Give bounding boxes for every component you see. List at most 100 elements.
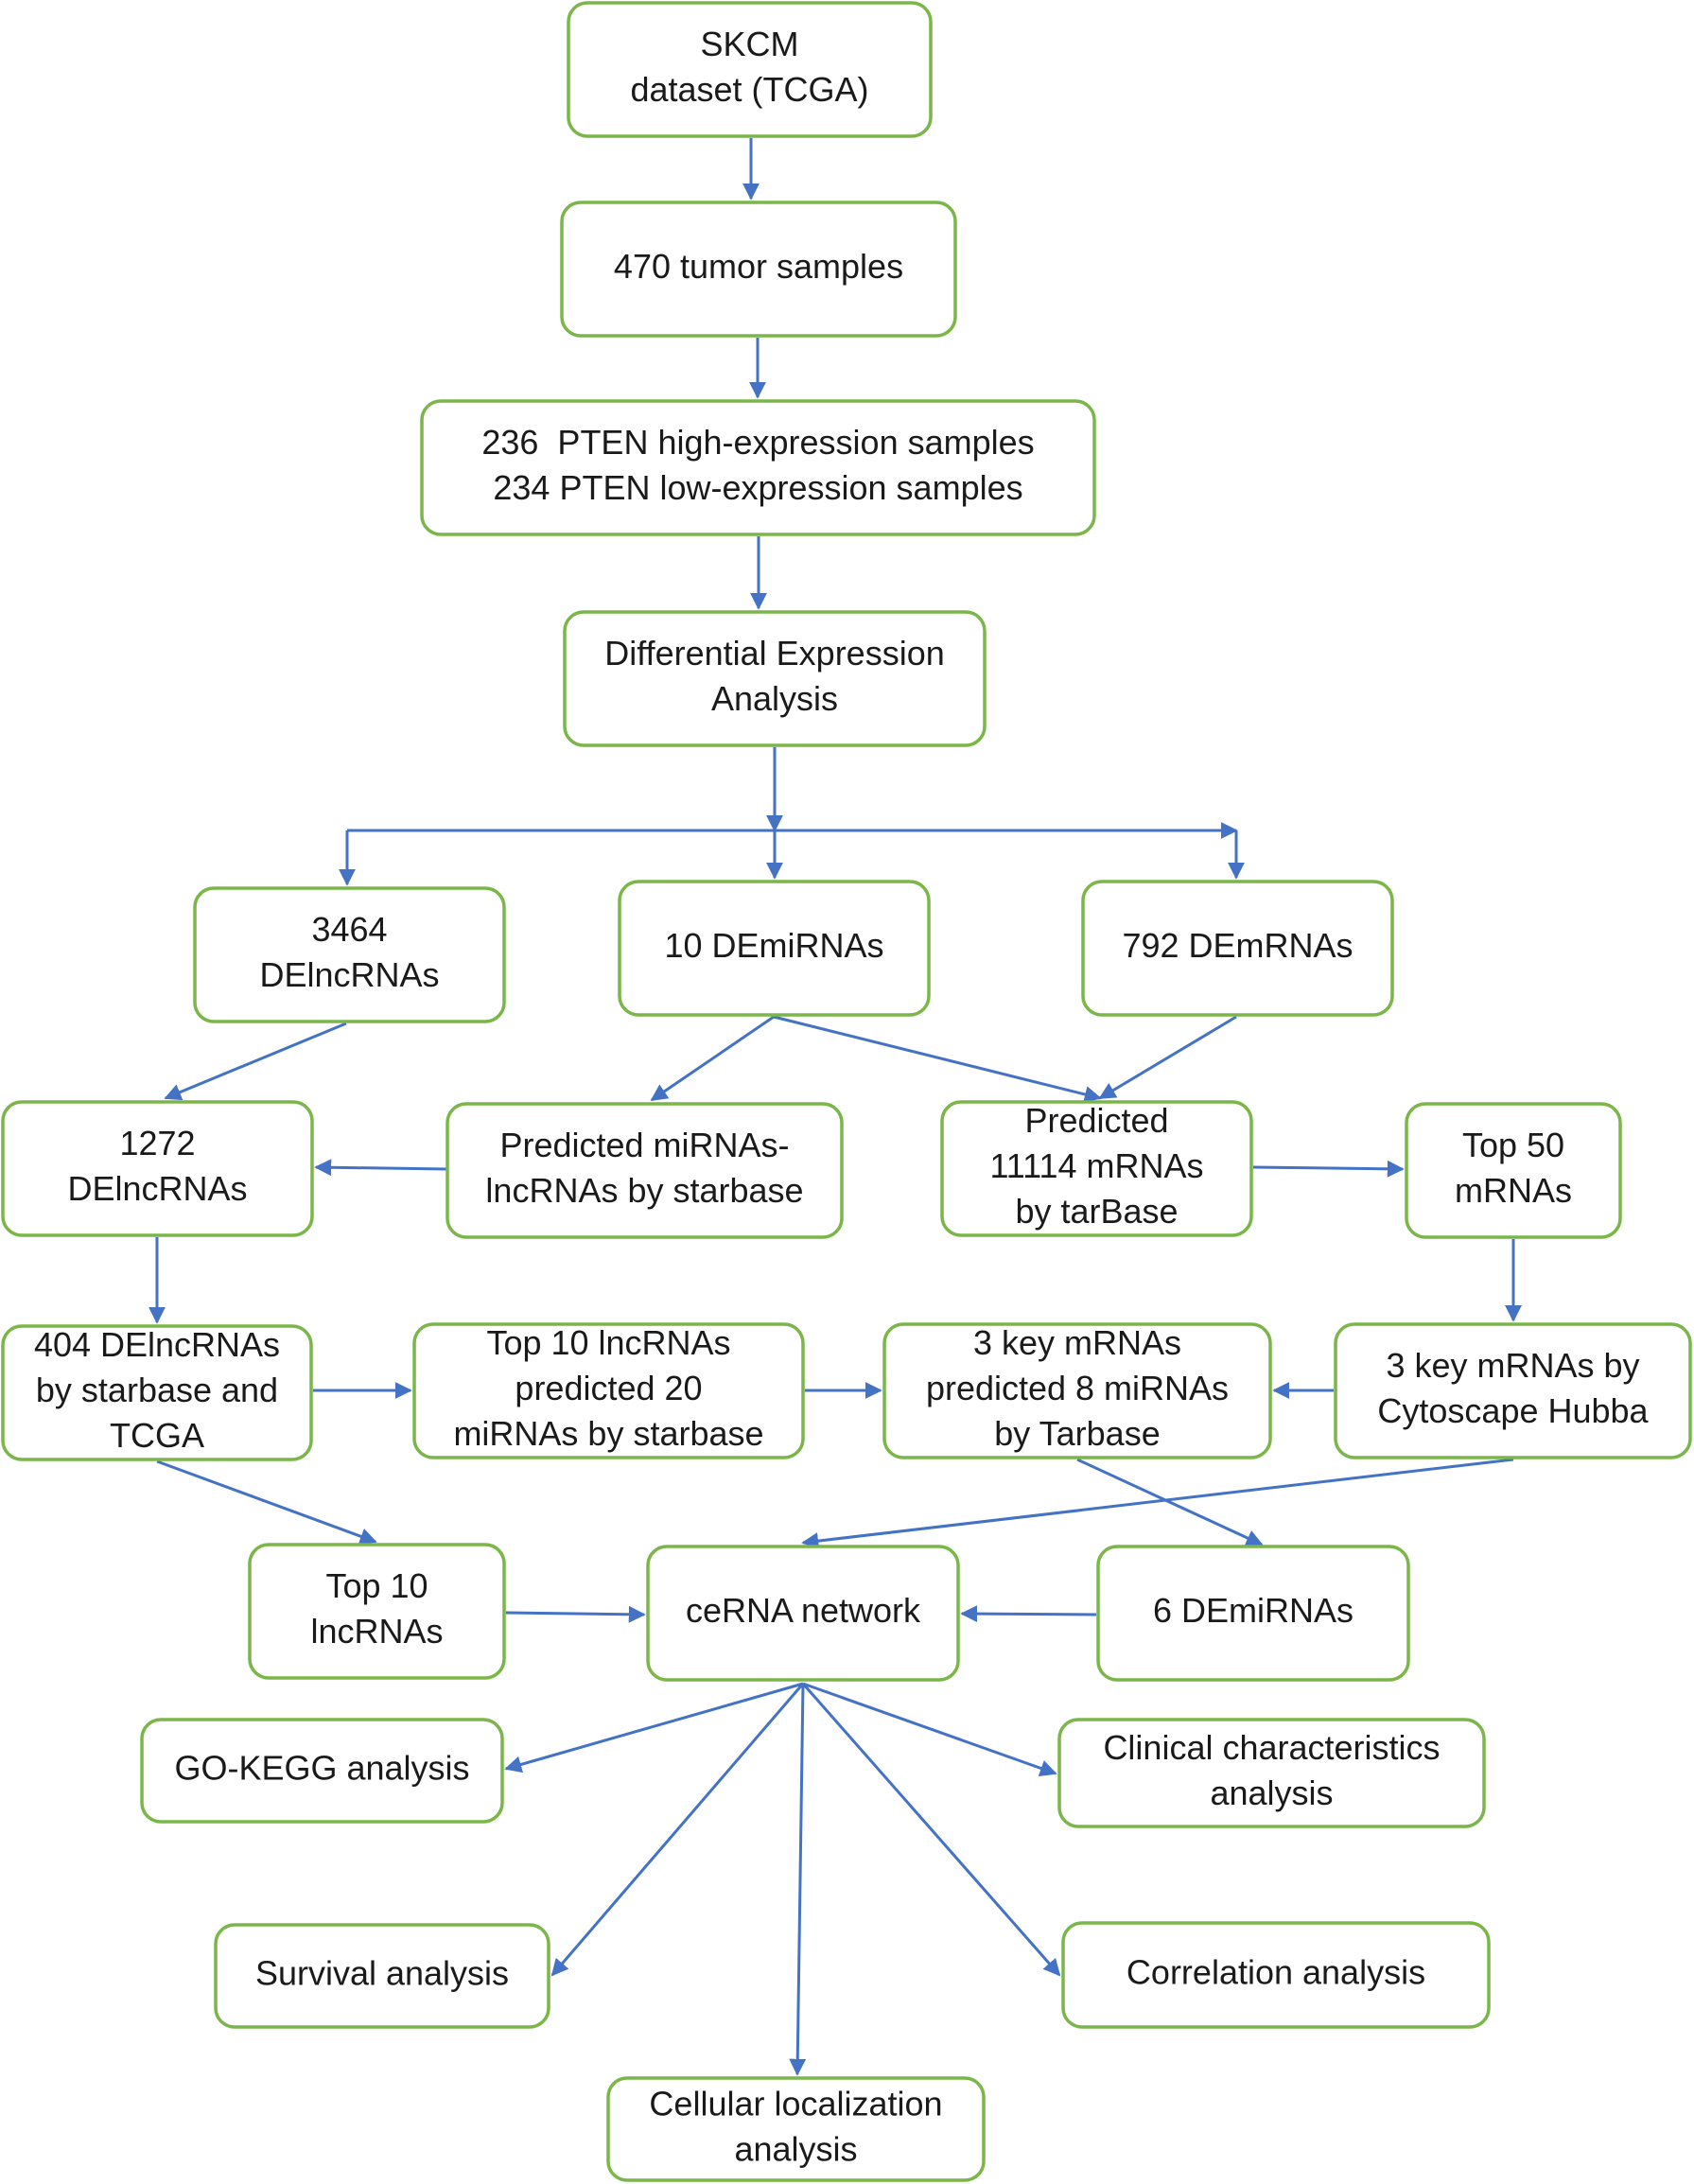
flow-arrow [802,1682,1057,1777]
node-label-line: by Tarbase [994,1414,1160,1453]
node-predmirlnc: Predicted miRNAs-lncRNAs by starbase [445,1102,844,1239]
node-box [1334,1322,1692,1459]
flow-arrow [504,1682,804,1773]
node-top10pred: Top 10 lncRNAs predicted 20 miRNAs by star… [412,1322,805,1459]
node-label-line: TCGA [110,1416,204,1455]
flow-arrow [650,1015,775,1102]
node-box [412,1322,805,1459]
node-box [606,2076,986,2182]
node-label-line: analysis [1210,1773,1333,1812]
node-box [420,399,1096,536]
node-label-line: 404 DElncRNAs [34,1325,280,1364]
flow-arrow [1098,1015,1237,1100]
flow-arrow [164,1022,347,1101]
node-clinical: Clinical characteristics analysis [1057,1718,1486,1828]
node-label-line: Survival analysis [255,1954,509,1993]
node-label-line: lncRNAs [310,1612,443,1651]
flow-arrow [550,1683,805,1977]
node-label-line: Top 10 lncRNAs [486,1323,730,1362]
flow-arrow [801,1458,1514,1550]
node-label-line: 234 PTEN low-expression samples [493,468,1022,507]
node-key3pred: 3 key mRNAs predicted 8 miRNAs by Tarbase [882,1322,1272,1459]
node-label-line: 236 PTEN high-expression samples [481,423,1034,462]
flow-arrow [773,1015,1102,1103]
node-box [1081,880,1394,1017]
flow-arrow [505,1605,646,1623]
flow-arrow [960,1605,1097,1623]
node-box [248,1543,506,1680]
node-box [567,1,933,138]
node-label-line: Clinical characteristics [1103,1728,1440,1767]
node-label-line: predicted 20 [515,1369,702,1407]
flow-arrow [314,1159,448,1177]
node-box [445,1102,844,1239]
node-survival: Survival analysis [214,1923,550,2029]
node-label-line: mRNAs [1455,1171,1572,1210]
node-label-line: 10 DEmiRNAs [664,926,883,965]
node-box [882,1322,1272,1459]
node-label-line: Cellular localization [649,2085,942,2123]
node-demrna792: 792 DEmRNAs [1081,880,1394,1017]
node-label-line: by starbase and [36,1371,278,1409]
node-box [1,1100,314,1237]
node-label-line: DElncRNAs [259,955,439,994]
node-correlation: Correlation analysis [1061,1921,1491,2029]
node-label-line: 3464 [311,910,387,949]
node-cellular: Cellular localization analysis [606,2076,986,2182]
node-label-line: miRNAs by starbase [453,1414,763,1453]
node-demir10: 10 DEmiRNAs [618,880,931,1017]
node-box [618,880,931,1017]
node-label-line: lncRNAs by starbase [485,1171,803,1210]
node-box [214,1923,550,2029]
node-label-line: Predicted miRNAs- [499,1126,789,1164]
node-box [140,1718,504,1824]
node-box [193,886,506,1023]
node-cerna: ceRNA network [646,1545,960,1682]
node-box [560,201,957,338]
node-label-line: 6 DEmiRNAs [1153,1591,1353,1630]
node-label-line: Correlation analysis [1126,1953,1425,1992]
connector-layer [148,138,1522,2076]
flow-arrow [789,1683,807,2076]
node-pten: 236 PTEN high-expression samples 234 PTEN… [420,399,1096,536]
flow-arrow [801,1683,1061,1977]
node-label-line: Differential Expression [604,634,945,673]
node-label-line: Cytoscape Hubba [1377,1391,1649,1430]
flow-arrow [1076,1458,1264,1546]
node-label-line: SKCM [700,25,798,63]
node-top10lnc: Top 10 lncRNAs [248,1543,506,1680]
node-box [940,1100,1253,1237]
node-box [1405,1102,1622,1239]
node-key3hubba: 3 key mRNAs by Cytoscape Hubba [1334,1322,1692,1459]
node-label-line: ceRNA network [686,1591,921,1630]
node-label-line: Top 10 [325,1566,428,1605]
node-gokegg: GO-KEGG analysis [140,1718,504,1824]
node-box [646,1545,960,1682]
node-label-line: 11114 mRNAs [989,1146,1203,1185]
node-label-line: 470 tumor samples [614,247,903,286]
node-label-line: 3 key mRNAs by [1386,1346,1639,1385]
node-tumor: 470 tumor samples [560,201,957,338]
node-box [1061,1921,1491,2029]
node-label-line: DElncRNAs [67,1169,247,1208]
node-label-line: 792 DEmRNAs [1122,926,1353,965]
node-label-line: by tarBase [1015,1192,1178,1231]
node-box [1057,1718,1486,1828]
node-label-line: predicted 8 miRNAs [926,1369,1229,1407]
node-label-line: GO-KEGG analysis [174,1749,469,1788]
node-label-line: 3 key mRNAs [973,1323,1181,1362]
node-label-line: analysis [734,2130,857,2169]
node-demir6: 6 DEmiRNAs [1096,1545,1410,1682]
flow-arrow [156,1459,377,1545]
node-label-line: 1272 [119,1124,195,1162]
flow-arrow [1252,1160,1405,1178]
